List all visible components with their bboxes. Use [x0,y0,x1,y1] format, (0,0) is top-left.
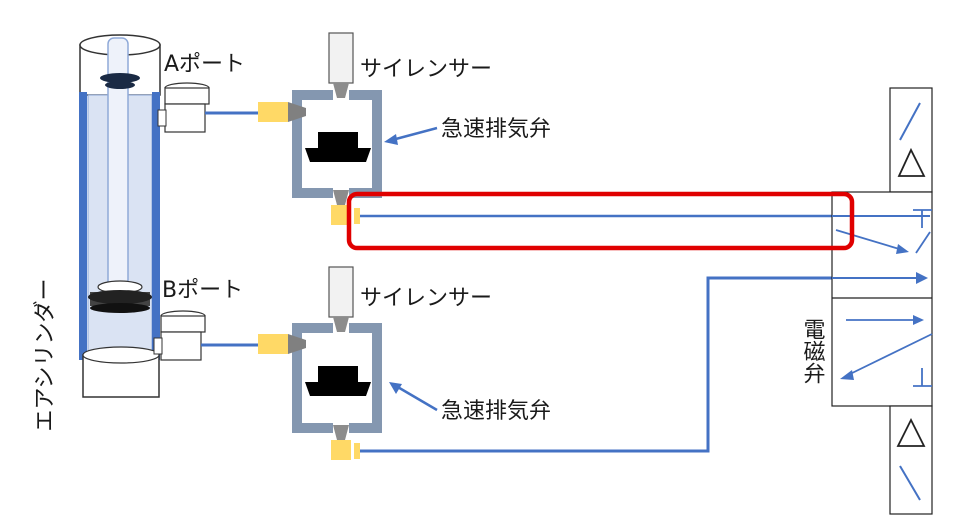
piston-seal-top [88,290,152,304]
label-silencer-top: サイレンサー [360,57,492,82]
silencer-bottom-icon [328,266,354,318]
solenoid-lower-actuator [889,405,933,515]
label-quick-exhaust-top: 急速排気弁 [441,117,551,142]
silencer-top-nozzle [333,83,349,98]
highlight-box [346,191,855,251]
pointer-arrow-top [384,126,438,145]
silencer-bottom-nozzle [333,317,349,332]
label-solenoid-valve: 電磁弁 [800,318,826,384]
pointer-arrow-bottom [389,382,438,412]
piston-seal-bottom [90,303,150,313]
rod-bushing-top-lower [105,81,135,89]
label-a-port: Aポート [164,52,245,77]
solenoid-body [831,191,933,407]
a-port-fitting [157,82,210,133]
label-b-port: Bポート [162,278,243,303]
solenoid-valve [831,87,933,515]
cylinder-bottom-cap-rim [82,346,160,364]
cylinder-tie-rod-right [152,92,160,360]
quick-exhaust-valve-bottom [258,266,382,460]
rod-bushing-top [100,73,140,83]
silencer-top-icon [328,32,354,84]
solenoid-upper-actuator [889,87,933,193]
cylinder-tie-rod-left [79,92,87,360]
label-air-cylinder: エアシリンダー [33,278,58,431]
b-port-fitting [153,310,206,361]
air-cylinder [79,34,161,398]
label-quick-exhaust-bottom: 急速排気弁 [441,399,551,424]
quick-exhaust-valve-top [258,32,382,225]
pipe-bottom-to-solenoid [360,276,832,453]
label-silencer-bottom: サイレンサー [360,286,492,311]
